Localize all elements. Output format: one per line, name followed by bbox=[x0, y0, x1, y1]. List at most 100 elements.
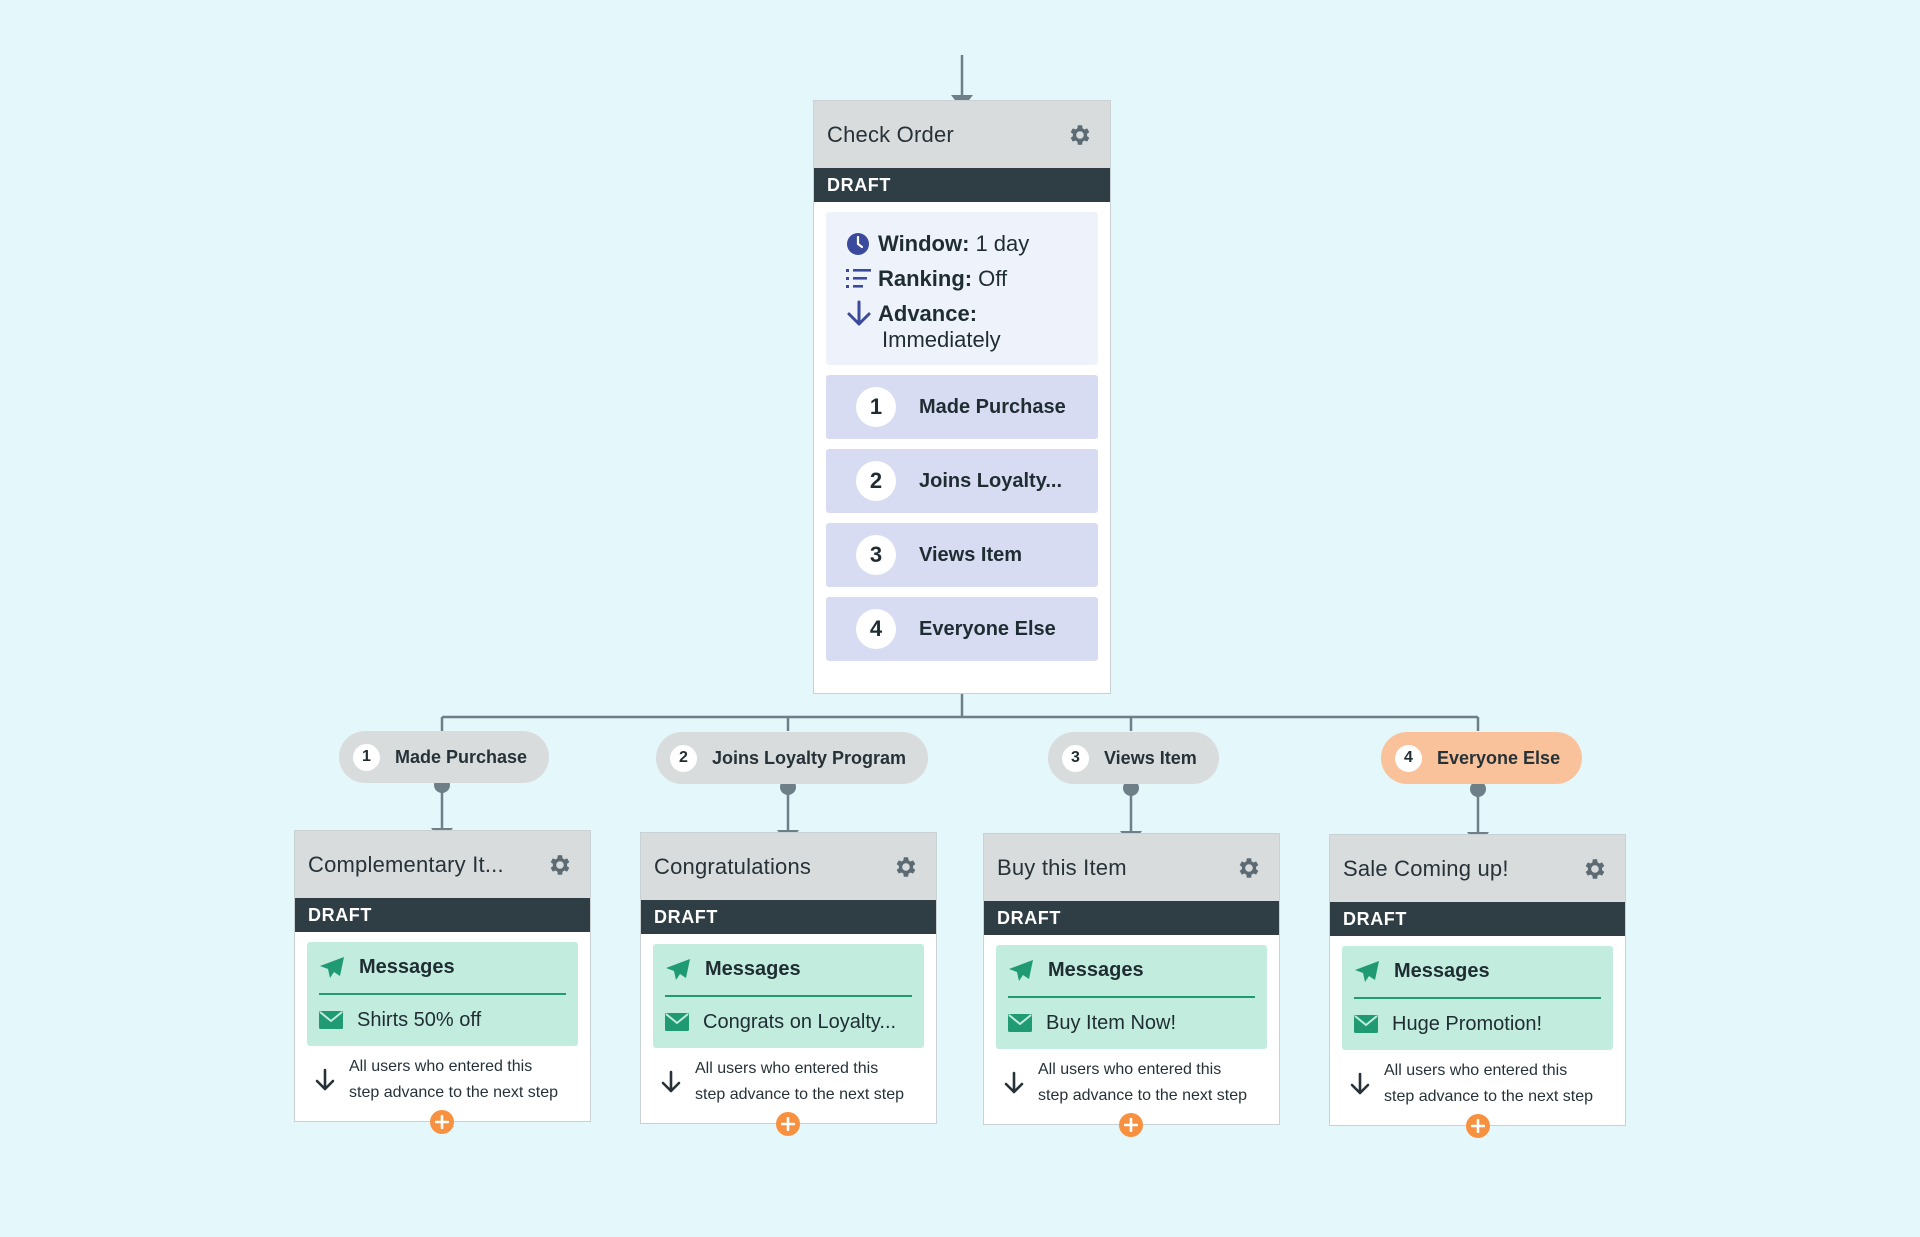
messages-title: Messages bbox=[1394, 960, 1490, 982]
step-card-4[interactable]: Sale Coming up! DRAFT Messages Huge Prom… bbox=[1329, 834, 1626, 1126]
step-title: Sale Coming up! bbox=[1343, 855, 1509, 881]
advance-info: All users who entered this step advance … bbox=[641, 1048, 936, 1108]
branch-label: Joins Loyalty Program bbox=[712, 747, 907, 768]
status-badge: DRAFT bbox=[641, 900, 936, 934]
paper-plane-icon bbox=[320, 956, 344, 978]
step-card-2[interactable]: Congratulations DRAFT Messages Congrats … bbox=[640, 832, 937, 1124]
arrow-down-icon bbox=[661, 1070, 681, 1093]
gear-icon[interactable] bbox=[892, 854, 918, 880]
window-label: Window: bbox=[878, 231, 970, 256]
messages-header: Messages bbox=[319, 942, 566, 995]
ranked-list-icon bbox=[846, 261, 878, 296]
gear-icon[interactable] bbox=[1066, 122, 1092, 148]
ranking-label: Ranking: bbox=[878, 266, 973, 291]
plus-icon bbox=[435, 1115, 449, 1129]
message-name: Congrats on Loyalty... bbox=[703, 1010, 897, 1033]
step-header[interactable]: Complementary It... bbox=[295, 831, 590, 898]
step-title: Buy this Item bbox=[997, 854, 1127, 880]
arrow-down-icon bbox=[1004, 1071, 1024, 1094]
arrow-down-icon bbox=[1350, 1072, 1370, 1095]
status-badge: DRAFT bbox=[1330, 902, 1625, 936]
step-header[interactable]: Congratulations bbox=[641, 833, 936, 900]
advance-value: Immediately bbox=[882, 327, 1001, 352]
message-item[interactable]: Shirts 50% off bbox=[319, 995, 566, 1045]
branch-number: 4 bbox=[1395, 744, 1422, 772]
arrow-down-icon bbox=[315, 1068, 335, 1091]
messages-header: Messages bbox=[1354, 946, 1601, 999]
branch-pill-1[interactable]: 1 Made Purchase bbox=[339, 731, 550, 783]
add-step-button[interactable] bbox=[1119, 1113, 1143, 1137]
messages-box[interactable]: Messages Buy Item Now! bbox=[996, 945, 1267, 1049]
add-step-button[interactable] bbox=[776, 1112, 800, 1136]
envelope-icon bbox=[319, 1011, 343, 1029]
branch-number: 1 bbox=[353, 743, 380, 771]
variant-1[interactable]: 1 Made Purchase bbox=[826, 375, 1098, 439]
gear-icon[interactable] bbox=[1235, 855, 1261, 881]
branch-pill-3[interactable]: 3 Views Item bbox=[1048, 732, 1219, 784]
plus-icon bbox=[1124, 1118, 1138, 1132]
gear-icon[interactable] bbox=[1581, 856, 1607, 882]
messages-box[interactable]: Messages Huge Promotion! bbox=[1342, 946, 1613, 1050]
variant-2[interactable]: 2 Joins Loyalty... bbox=[826, 449, 1098, 513]
arrow-down-icon bbox=[846, 296, 878, 331]
step-title: Congratulations bbox=[654, 853, 812, 879]
messages-header: Messages bbox=[1008, 945, 1255, 998]
clock-icon bbox=[846, 226, 878, 261]
advance-text-line: step advance to the next step bbox=[695, 1086, 905, 1103]
paper-plane-icon bbox=[1355, 960, 1379, 982]
step-header[interactable]: Sale Coming up! bbox=[1330, 835, 1625, 902]
window-setting: Window: 1 day bbox=[846, 226, 1082, 261]
settings-box: Window: 1 day Ranking: Off Advance: Imme… bbox=[826, 212, 1098, 365]
variant-4[interactable]: 4 Everyone Else bbox=[826, 597, 1098, 661]
advance-text-line: step advance to the next step bbox=[349, 1084, 559, 1101]
step-card-1[interactable]: Complementary It... DRAFT Messages Shirt… bbox=[294, 830, 591, 1122]
envelope-icon bbox=[1354, 1015, 1378, 1033]
variant-number: 1 bbox=[856, 387, 896, 427]
gear-icon[interactable] bbox=[546, 852, 572, 878]
paper-plane-icon bbox=[1009, 959, 1033, 981]
branch-number: 3 bbox=[1062, 744, 1089, 772]
variant-3[interactable]: 3 Views Item bbox=[826, 523, 1098, 587]
step-title: Complementary It... bbox=[308, 851, 504, 877]
step-card-3[interactable]: Buy this Item DRAFT Messages Buy Item No… bbox=[983, 833, 1280, 1125]
branch-label: Everyone Else bbox=[1437, 747, 1561, 768]
message-item[interactable]: Congrats on Loyalty... bbox=[665, 997, 912, 1047]
plus-icon bbox=[1471, 1119, 1485, 1133]
variant-name: Views Item bbox=[919, 543, 1023, 566]
ranking-setting: Ranking: Off bbox=[846, 261, 1082, 296]
advance-text-line: step advance to the next step bbox=[1038, 1087, 1248, 1104]
status-badge: DRAFT bbox=[295, 898, 590, 932]
branch-label: Views Item bbox=[1104, 747, 1197, 768]
advance-text-line: step advance to the next step bbox=[1384, 1088, 1594, 1105]
envelope-icon bbox=[665, 1013, 689, 1031]
advance-setting: Advance: bbox=[846, 296, 1082, 331]
paper-plane-icon bbox=[666, 958, 690, 980]
step-header[interactable]: Buy this Item bbox=[984, 834, 1279, 901]
status-badge: DRAFT bbox=[984, 901, 1279, 935]
advance-text-line: All users who entered this bbox=[349, 1058, 533, 1075]
branch-pill-4[interactable]: 4 Everyone Else bbox=[1381, 732, 1583, 784]
variant-name: Made Purchase bbox=[919, 395, 1066, 418]
add-step-button[interactable] bbox=[1466, 1114, 1490, 1138]
messages-box[interactable]: Messages Congrats on Loyalty... bbox=[653, 944, 924, 1048]
message-item[interactable]: Buy Item Now! bbox=[1008, 998, 1255, 1048]
advance-label: Advance: bbox=[878, 301, 978, 326]
variant-number: 3 bbox=[856, 535, 896, 575]
advance-info: All users who entered this step advance … bbox=[295, 1046, 590, 1106]
branch-pill-2[interactable]: 2 Joins Loyalty Program bbox=[656, 732, 929, 784]
variant-name: Joins Loyalty... bbox=[919, 469, 1062, 492]
advance-text-line: All users who entered this bbox=[695, 1060, 879, 1077]
add-step-button[interactable] bbox=[430, 1110, 454, 1134]
main-step-title: Check Order bbox=[827, 121, 954, 147]
variant-number: 4 bbox=[856, 609, 896, 649]
variant-number: 2 bbox=[856, 461, 896, 501]
window-value: 1 day bbox=[975, 231, 1030, 256]
messages-box[interactable]: Messages Shirts 50% off bbox=[307, 942, 578, 1046]
main-step-header[interactable]: Check Order bbox=[814, 101, 1110, 168]
ranking-value: Off bbox=[978, 266, 1008, 291]
message-item[interactable]: Huge Promotion! bbox=[1354, 999, 1601, 1049]
plus-icon bbox=[781, 1117, 795, 1131]
envelope-icon bbox=[1008, 1014, 1032, 1032]
message-name: Shirts 50% off bbox=[357, 1008, 482, 1031]
main-step-card[interactable]: Check Order DRAFT Window: 1 day Ranking:… bbox=[813, 100, 1111, 694]
